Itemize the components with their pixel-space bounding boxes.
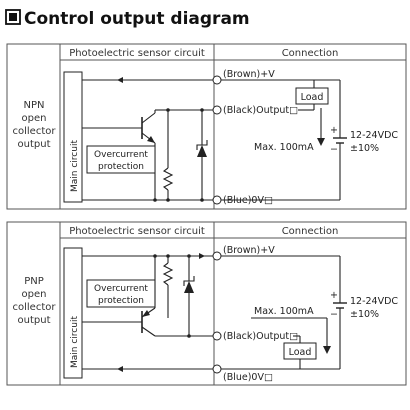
pnp-main-circuit-box bbox=[63, 247, 83, 379]
pnp-panel: Photoelectric sensor circuit Connection … bbox=[6, 221, 407, 386]
pnp-junction-dot bbox=[187, 254, 191, 258]
pnp-side-label-3: collector bbox=[13, 302, 57, 313]
npn-supply-tolerance: ±10% bbox=[350, 143, 379, 154]
pnp-transistor-collector bbox=[141, 326, 156, 337]
npn-side-label-4: output bbox=[18, 139, 51, 150]
npn-load-box bbox=[295, 87, 329, 105]
npn-side-label-1: NPN bbox=[24, 100, 45, 111]
pnp-protection-label-2: protection bbox=[98, 296, 144, 306]
pnp-black-label: (Black)Output□ bbox=[223, 331, 298, 342]
npn-frame bbox=[6, 43, 407, 210]
npn-main-circuit-label: Main circuit bbox=[70, 140, 80, 192]
npn-vplus-arrow bbox=[117, 77, 123, 83]
npn-brown-label: (Brown)+V bbox=[223, 69, 275, 80]
title-square-fill bbox=[9, 13, 17, 21]
pnp-header-sensor: Photoelectric sensor circuit bbox=[69, 226, 205, 237]
pnp-blue-label: (Blue)0V□ bbox=[223, 372, 273, 383]
pnp-zero-arrow bbox=[117, 366, 123, 372]
pnp-resistor bbox=[162, 262, 174, 286]
pnp-emitter-arrow bbox=[142, 310, 150, 317]
pnp-terminal-black bbox=[212, 331, 222, 341]
pnp-protection-box bbox=[86, 279, 156, 308]
npn-black-label: (Black)Output□ bbox=[223, 105, 298, 116]
npn-header-sensor: Photoelectric sensor circuit bbox=[69, 48, 205, 59]
npn-junction-dot bbox=[166, 198, 170, 202]
npn-minus-sign: − bbox=[330, 144, 338, 155]
pnp-brown-label: (Brown)+V bbox=[223, 245, 275, 256]
npn-junction-dot bbox=[200, 108, 204, 112]
pnp-frame bbox=[6, 221, 407, 386]
pnp-current-arrow bbox=[323, 346, 331, 354]
npn-supply-voltage: 12-24VDC bbox=[350, 130, 398, 141]
pnp-vplus-arrow bbox=[199, 253, 205, 259]
pnp-load-label: Load bbox=[289, 347, 312, 358]
page-title: Control output diagram bbox=[24, 9, 250, 29]
pnp-side-label-4: output bbox=[18, 315, 51, 326]
pnp-plus-sign: + bbox=[330, 290, 338, 301]
npn-resistor bbox=[162, 167, 174, 191]
pnp-supply-voltage: 12-24VDC bbox=[350, 296, 398, 307]
pnp-terminal-blue bbox=[212, 364, 222, 374]
npn-terminal-black bbox=[212, 105, 222, 115]
npn-side-label-3: collector bbox=[13, 126, 57, 137]
npn-panel: Photoelectric sensor circuit Connection … bbox=[6, 43, 407, 210]
npn-protection-label-1: Overcurrent bbox=[94, 150, 148, 160]
title-group: Control output diagram bbox=[5, 9, 250, 29]
npn-emitter-arrow bbox=[147, 136, 155, 143]
pnp-supply-tolerance: ±10% bbox=[350, 309, 379, 320]
pnp-max-current: Max. 100mA bbox=[254, 306, 314, 317]
npn-terminal-blue bbox=[212, 195, 222, 205]
npn-side-label-2: open bbox=[22, 113, 47, 124]
npn-max-current: Max. 100mA bbox=[254, 142, 314, 153]
npn-junction-dot bbox=[153, 198, 157, 202]
pnp-junction-dot bbox=[153, 254, 157, 258]
npn-junction-dot bbox=[200, 198, 204, 202]
npn-transistor-collector bbox=[141, 112, 156, 124]
npn-protection-box bbox=[86, 145, 156, 174]
pnp-side-label-1: PNP bbox=[24, 276, 44, 287]
pnp-minus-sign: − bbox=[330, 309, 338, 320]
npn-plus-sign: + bbox=[330, 125, 338, 136]
npn-current-arrow bbox=[317, 138, 325, 146]
npn-junction-dot bbox=[166, 108, 170, 112]
pnp-terminal-brown bbox=[212, 251, 222, 261]
npn-terminal-brown bbox=[212, 75, 222, 85]
npn-protection-label-2: protection bbox=[98, 162, 144, 172]
npn-main-circuit-box bbox=[63, 71, 83, 203]
pnp-header-connection: Connection bbox=[282, 226, 339, 237]
npn-load-label: Load bbox=[301, 92, 324, 103]
pnp-junction-dot bbox=[166, 254, 170, 258]
pnp-protection-label-1: Overcurrent bbox=[94, 284, 148, 294]
pnp-junction-dot bbox=[187, 334, 191, 338]
title-square-icon bbox=[5, 9, 21, 25]
pnp-zener-triangle bbox=[184, 281, 194, 293]
pnp-side-label-2: open bbox=[22, 289, 47, 300]
pnp-main-circuit-label: Main circuit bbox=[70, 316, 80, 368]
npn-header-connection: Connection bbox=[282, 48, 339, 59]
npn-zener-triangle bbox=[197, 145, 207, 157]
